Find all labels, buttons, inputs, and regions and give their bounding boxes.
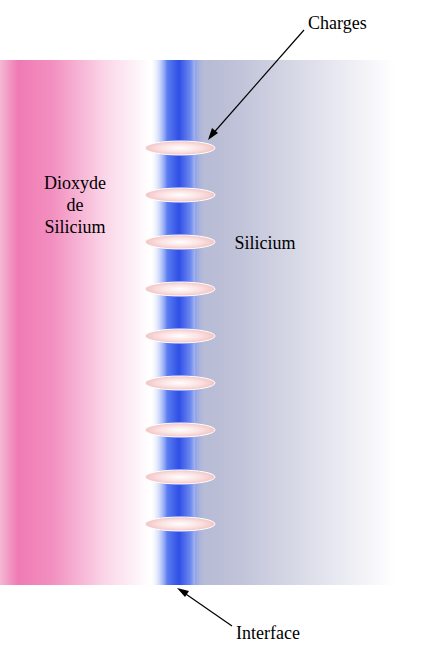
oxide-band <box>0 60 150 585</box>
silicon-band <box>195 60 395 585</box>
callout-label: Interface <box>236 622 300 644</box>
charge-ellipses <box>145 141 215 531</box>
interface-band <box>150 60 208 585</box>
oxide-region: Dioxyde de Silicium <box>0 60 150 585</box>
callout-label: Charges <box>308 12 367 34</box>
leader-line <box>210 30 304 137</box>
region-label: Dioxyde de Silicium <box>36 172 114 238</box>
leader-line <box>180 590 232 626</box>
leader-arrowhead <box>208 128 218 140</box>
region-label: Silicium <box>225 232 305 254</box>
silicon-region: Silicium <box>195 60 395 585</box>
leader-arrowhead <box>177 588 189 597</box>
